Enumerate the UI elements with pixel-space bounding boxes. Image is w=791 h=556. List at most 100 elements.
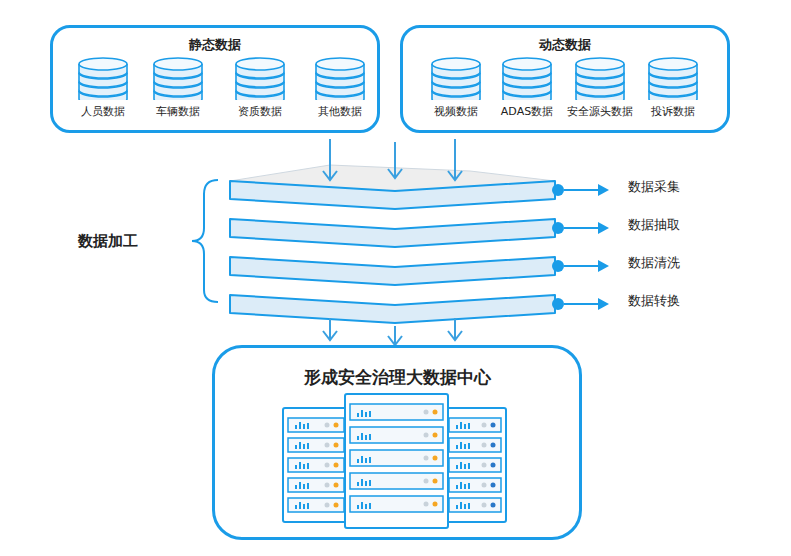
server-row [288, 498, 344, 512]
bar [357, 459, 359, 463]
bar [464, 484, 466, 489]
bar [357, 482, 359, 486]
led [433, 456, 438, 461]
connector-line [329, 139, 331, 180]
bar [460, 422, 462, 429]
disk-top [154, 58, 202, 70]
bar [365, 412, 367, 417]
bar [295, 485, 297, 489]
server-case [345, 394, 448, 528]
slab [230, 257, 555, 285]
database-icon [500, 56, 554, 100]
database-item: 安全源头数据 [552, 56, 648, 119]
bar [464, 444, 466, 449]
bar [361, 479, 363, 486]
server-row [288, 458, 344, 472]
slab-dot [552, 222, 564, 234]
item-label: 其他数据 [292, 104, 388, 119]
disk-top [576, 58, 624, 70]
disk-top [79, 58, 127, 70]
bar [464, 424, 466, 429]
bar [365, 504, 367, 509]
database-item: 资质数据 [212, 56, 308, 119]
bar [369, 503, 371, 509]
bar [361, 456, 363, 463]
bar [365, 435, 367, 440]
led [334, 443, 339, 448]
item-label: 投诉数据 [625, 104, 721, 119]
server-row [350, 427, 443, 443]
bar [361, 502, 363, 509]
side-label: 数据加工 [78, 232, 138, 251]
bar [299, 502, 301, 509]
led [325, 483, 330, 488]
database-icon [646, 56, 700, 100]
server-case [283, 408, 349, 522]
flow-line [454, 318, 456, 340]
led [433, 433, 438, 438]
led [433, 479, 438, 484]
server-row [288, 438, 344, 452]
led [325, 423, 330, 428]
bar [299, 422, 301, 429]
bar [307, 503, 309, 509]
item-label: ADAS数据 [479, 104, 575, 119]
database-icon [233, 56, 287, 100]
arrow-head [598, 298, 609, 310]
database-icon [429, 56, 483, 100]
server-row [350, 450, 443, 466]
server-illustration [283, 394, 506, 528]
bar [307, 423, 309, 429]
bar [468, 423, 470, 429]
server-row [350, 496, 443, 512]
bar [307, 463, 309, 469]
bar [357, 413, 359, 417]
slab-dot [552, 298, 564, 310]
arrow-head [323, 331, 337, 340]
arrow-head [388, 169, 402, 178]
bar [468, 483, 470, 489]
connector-line [394, 326, 396, 345]
bar [468, 463, 470, 469]
led [424, 502, 429, 507]
bar [365, 481, 367, 486]
bar [295, 425, 297, 429]
data-center-box: 形成安全治理大数据中心 [212, 345, 582, 540]
box-title: 形成安全治理大数据中心 [215, 366, 579, 389]
bar [307, 443, 309, 449]
item-label: 视频数据 [408, 104, 504, 119]
bar [295, 465, 297, 469]
slab-dot [552, 184, 564, 196]
database-icon [151, 56, 205, 100]
led [482, 503, 487, 508]
database-icon [573, 56, 627, 100]
led [482, 423, 487, 428]
item-label: 安全源头数据 [552, 104, 648, 119]
slab [230, 295, 555, 323]
server-row [288, 478, 344, 492]
bar [299, 442, 301, 449]
led [491, 463, 496, 468]
bar [468, 503, 470, 509]
bar [456, 465, 458, 469]
bar [460, 442, 462, 449]
step-label: 数据抽取 [628, 216, 680, 234]
database-icon [76, 56, 130, 100]
led [325, 503, 330, 508]
flow-line [394, 142, 396, 178]
led [424, 479, 429, 484]
slab [230, 219, 555, 247]
led [491, 503, 496, 508]
led [334, 463, 339, 468]
arrow-head [598, 222, 609, 234]
bar [456, 485, 458, 489]
slab [230, 181, 555, 209]
database-item: 视频数据 [408, 56, 504, 119]
bar [365, 458, 367, 463]
bar [303, 504, 305, 509]
arrow-head [388, 336, 402, 345]
led [334, 423, 339, 428]
box-title: 静态数据 [53, 36, 377, 54]
bar [369, 480, 371, 486]
bar [357, 436, 359, 440]
